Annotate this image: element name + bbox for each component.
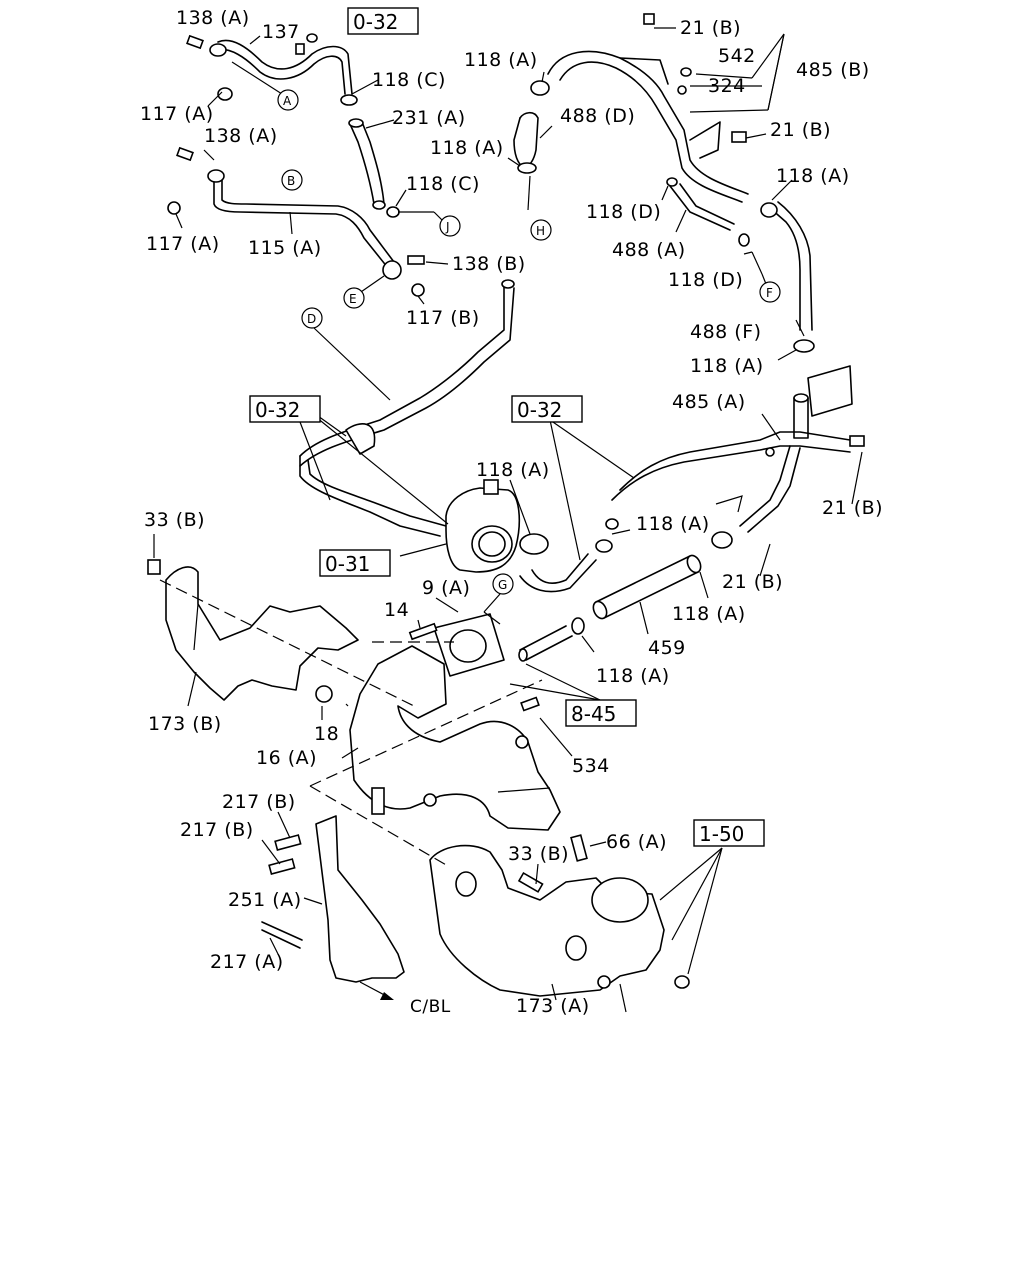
part-label: 138 (B) bbox=[452, 253, 526, 275]
part-label: 118 (A) bbox=[476, 459, 550, 481]
part-label: 459 bbox=[648, 637, 686, 659]
part-label: 488 (F) bbox=[690, 321, 762, 343]
part-label: 324 bbox=[708, 75, 746, 97]
part-label: 118 (A) bbox=[636, 513, 710, 535]
part-label: 485 (A) bbox=[672, 391, 746, 413]
ref-box-8-45: 8-45 bbox=[571, 702, 616, 726]
part-label: 173 (B) bbox=[148, 713, 222, 735]
callout-a: A bbox=[283, 94, 292, 108]
part-labels: 138 (A) 137 117 (A) 138 (A) 117 (A) 115 … bbox=[140, 7, 883, 1017]
callout-b: B bbox=[287, 174, 295, 188]
part-label: 118 (A) bbox=[776, 165, 850, 187]
callout-j: J bbox=[445, 220, 450, 234]
part-label: 16 (A) bbox=[256, 747, 317, 769]
callout-h: H bbox=[536, 224, 545, 238]
reference-boxes: 0-32 0-32 0-32 0-31 8-45 1-50 bbox=[249, 7, 765, 847]
part-label: 217 (A) bbox=[210, 951, 284, 973]
part-label: 137 bbox=[262, 21, 300, 43]
callout-g: G bbox=[498, 578, 507, 592]
part-label: 118 (A) bbox=[596, 665, 670, 687]
callout-d: D bbox=[307, 312, 316, 326]
part-label: 251 (A) bbox=[228, 889, 302, 911]
direction-label: C/BL bbox=[410, 997, 451, 1017]
exhaust-manifold-16a bbox=[349, 645, 561, 831]
callout-f: F bbox=[766, 286, 773, 300]
part-label: 173 (A) bbox=[516, 995, 590, 1017]
part-label: 117 (A) bbox=[140, 103, 214, 125]
part-label: 118 (C) bbox=[406, 173, 480, 195]
clamp-118c-top bbox=[340, 94, 358, 106]
part-label: 118 (D) bbox=[586, 201, 661, 223]
part-label: 21 (B) bbox=[722, 571, 783, 593]
part-label: 118 (A) bbox=[690, 355, 764, 377]
pipe-137 bbox=[217, 39, 353, 95]
ref-box-0-31: 0-31 bbox=[325, 552, 370, 576]
part-label: 488 (D) bbox=[560, 105, 635, 127]
ref-box-0-32-top: 0-32 bbox=[353, 10, 398, 34]
part-label: 542 bbox=[718, 45, 756, 67]
part-label: 231 (A) bbox=[392, 107, 466, 129]
part-label: 118 (A) bbox=[464, 49, 538, 71]
part-label: 488 (A) bbox=[612, 239, 686, 261]
part-label: 14 bbox=[384, 599, 409, 621]
part-label: 138 (A) bbox=[176, 7, 250, 29]
part-label: 118 (A) bbox=[430, 137, 504, 159]
parts-artwork bbox=[147, 13, 865, 1000]
part-label: 117 (B) bbox=[406, 307, 480, 329]
part-label: 118 (D) bbox=[668, 269, 743, 291]
part-label: 66 (A) bbox=[606, 831, 667, 853]
part-label: 217 (B) bbox=[222, 791, 296, 813]
part-label: 21 (B) bbox=[822, 497, 883, 519]
ref-box-0-32-left: 0-32 bbox=[255, 398, 300, 422]
part-label: 9 (A) bbox=[422, 577, 470, 599]
callout-e: E bbox=[349, 292, 357, 306]
part-label: 118 (C) bbox=[372, 69, 446, 91]
bracket-251a bbox=[315, 815, 405, 983]
heat-shield-173b bbox=[165, 566, 359, 701]
part-label: 217 (B) bbox=[180, 819, 254, 841]
pipe-459 bbox=[595, 555, 691, 603]
ref-box-1-50: 1-50 bbox=[699, 822, 744, 846]
circle-callouts: A B E J H F D G bbox=[277, 89, 781, 595]
ref-box-0-32-center: 0-32 bbox=[517, 398, 562, 422]
part-label: 138 (A) bbox=[204, 125, 278, 147]
part-label: 33 (B) bbox=[508, 843, 569, 865]
part-label: 115 (A) bbox=[248, 237, 322, 259]
part-label: 485 (B) bbox=[796, 59, 870, 81]
heat-shield-173a bbox=[429, 844, 665, 997]
part-label: 33 (B) bbox=[144, 509, 205, 531]
part-label: 118 (A) bbox=[672, 603, 746, 625]
part-label: 18 bbox=[314, 723, 339, 745]
part-label: 21 (B) bbox=[770, 119, 831, 141]
part-label: 117 (A) bbox=[146, 233, 220, 255]
part-label: 534 bbox=[572, 755, 610, 777]
part-label: 21 (B) bbox=[680, 17, 741, 39]
